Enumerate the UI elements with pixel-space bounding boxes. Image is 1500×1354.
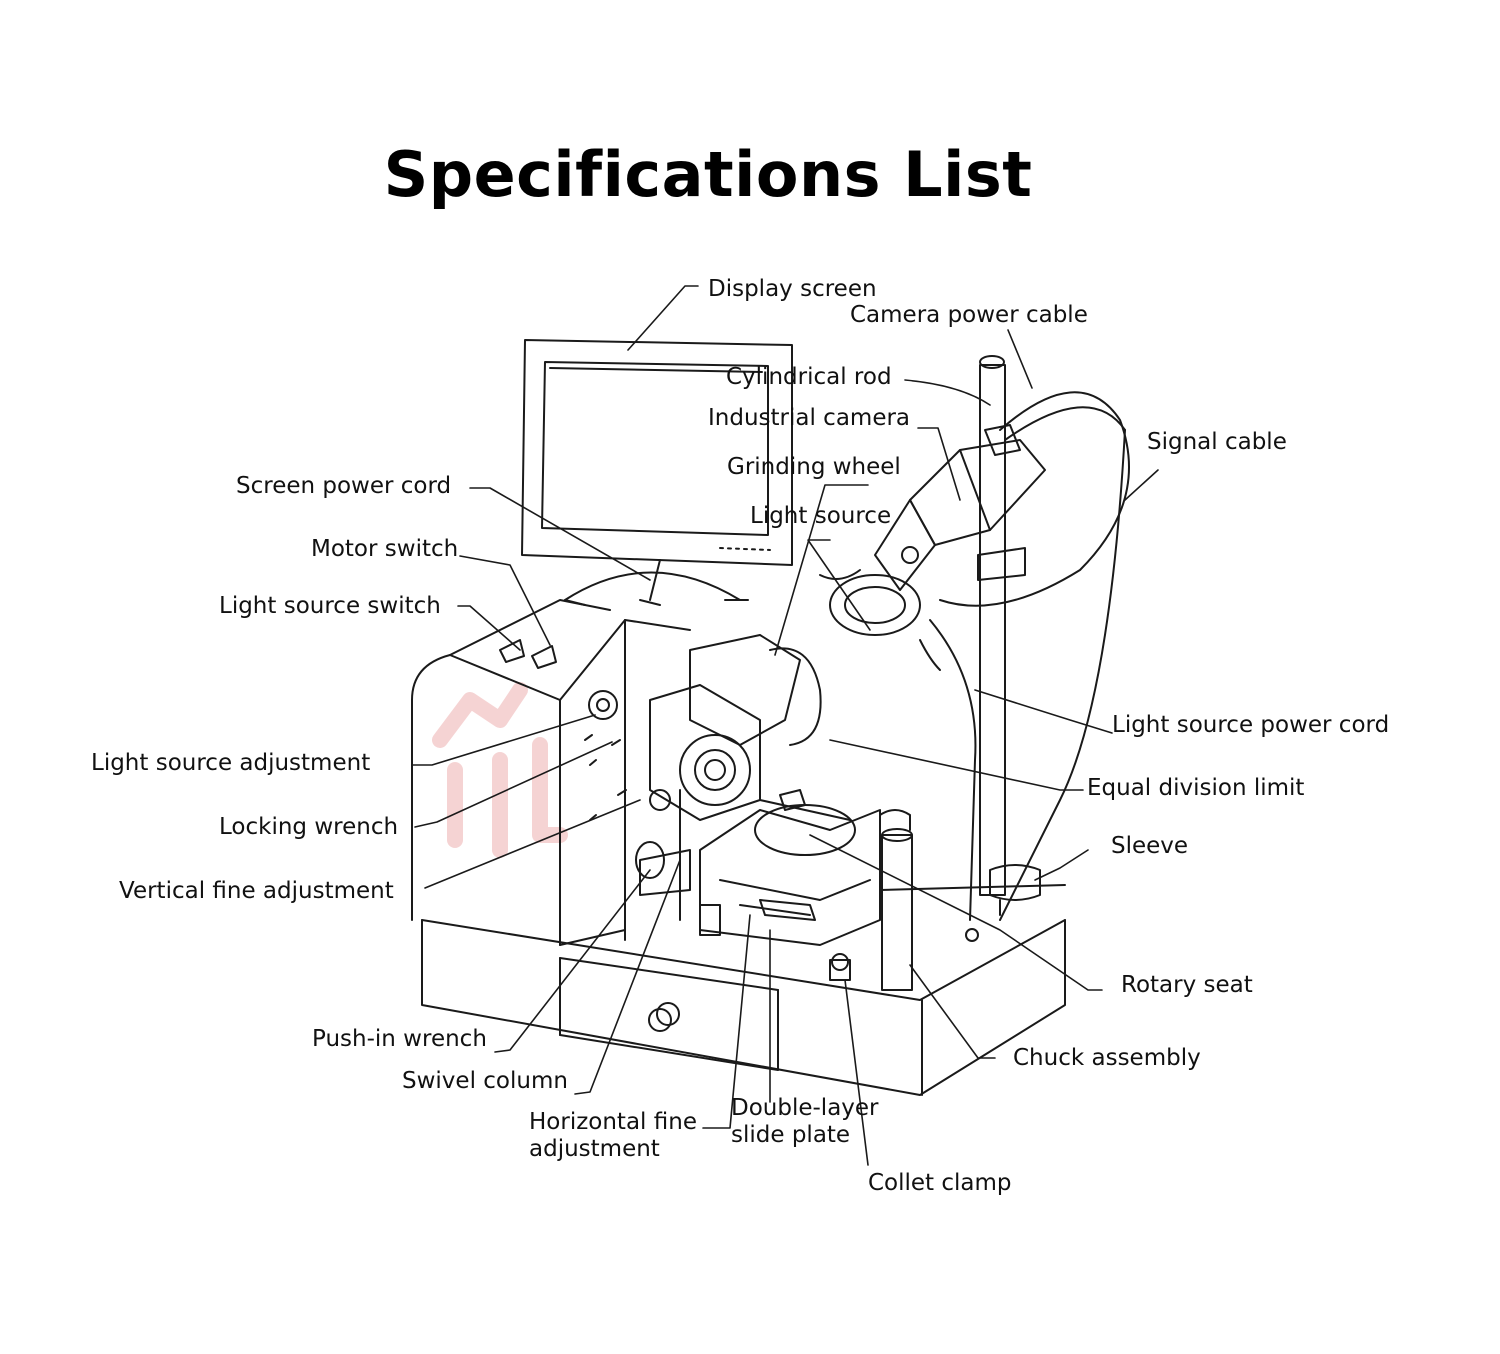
leader-lines xyxy=(411,285,1159,1166)
camera-column xyxy=(829,355,1046,942)
label-push-in-wrench: Push-in wrench xyxy=(312,1026,487,1052)
label-chuck-assembly: Chuck assembly xyxy=(1013,1045,1201,1071)
label-double-layer-slide-plate-line2: slide plate xyxy=(731,1122,851,1148)
label-swivel-column: Swivel column xyxy=(402,1068,568,1094)
chuck-sleeve xyxy=(829,809,913,991)
label-screen-power-cord: Screen power cord xyxy=(236,473,452,499)
label-collet-clamp: Collet clamp xyxy=(868,1170,1012,1196)
label-light-source-adjustment: Light source adjustment xyxy=(91,750,371,776)
label-industrial-camera: Industrial camera xyxy=(708,405,911,431)
machine-base xyxy=(421,884,1066,1096)
label-signal-cable: Signal cable xyxy=(1147,429,1287,455)
label-sleeve: Sleeve xyxy=(1111,833,1189,859)
label-horizontal-fine-adjustment-line2: adjustment xyxy=(529,1136,660,1162)
label-light-source-power-cord: Light source power cord xyxy=(1112,712,1390,738)
label-horizontal-fine-adjustment-line1: Horizontal fine xyxy=(529,1109,697,1135)
label-light-source: Light source xyxy=(750,503,892,529)
page-title: Specifications List xyxy=(383,138,1033,211)
grinding-mechanism xyxy=(635,634,881,946)
label-locking-wrench: Locking wrench xyxy=(219,814,399,840)
label-light-source-switch: Light source switch xyxy=(219,593,441,619)
label-display-screen: Display screen xyxy=(708,276,877,302)
label-vertical-fine-adjustment: Vertical fine adjustment xyxy=(119,878,394,904)
label-double-layer-slide-plate-line1: Double-layer xyxy=(731,1095,879,1121)
label-grinding-wheel: Grinding wheel xyxy=(727,454,901,480)
watermark-logo xyxy=(432,682,568,858)
label-equal-division-limit: Equal division limit xyxy=(1087,775,1305,801)
label-motor-switch: Motor switch xyxy=(311,536,459,562)
cables xyxy=(819,391,1130,921)
display-monitor xyxy=(521,339,793,606)
label-rotary-seat: Rotary seat xyxy=(1121,972,1253,998)
label-cylindrical-rod: Cylindrical rod xyxy=(726,364,892,390)
label-camera-power-cable: Camera power cable xyxy=(850,302,1088,328)
